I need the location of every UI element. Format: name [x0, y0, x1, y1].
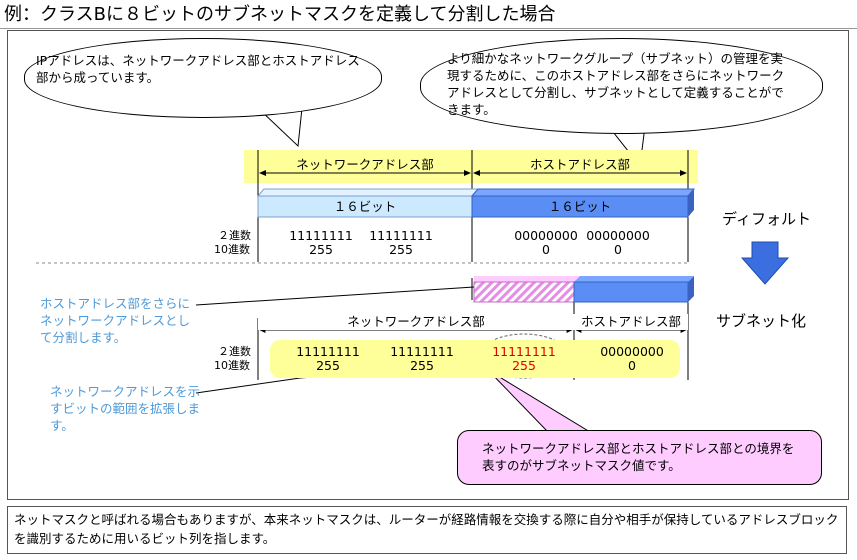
note-extend-network: ネットワークアドレスを示すビットの範囲を拡張します。: [50, 384, 201, 433]
default-header-band: [244, 150, 698, 183]
footer-note: ネットマスクと呼ばれる場合もありますが、本来ネットマスクは、ルーターが経路情報を…: [7, 506, 847, 554]
bubble-ip-address: [24, 38, 382, 118]
down-arrow-icon: [740, 241, 790, 285]
default-host-label: ホストアドレス部: [529, 157, 630, 172]
subnet-decimal-row-label: 10進数: [214, 359, 250, 372]
note-host-split: ホストアドレス部をさらにネットワークアドレスとして分割します。: [40, 296, 191, 345]
default-binary-3: 00000000: [514, 228, 578, 243]
subnet-decimal-1: 255: [316, 358, 340, 373]
page-title: 例：クラスBに８ビットのサブネットマスクを定義して分割した場合: [4, 4, 556, 25]
default-decimal-4: 0: [614, 242, 622, 257]
title-underline: [0, 28, 857, 29]
default-decimal-3: 0: [542, 242, 550, 257]
subnet-binary-2: 11111111: [390, 344, 454, 359]
default-decimal-row-label: 10進数: [214, 243, 250, 256]
host-bits-label: １６ビット: [548, 199, 612, 214]
default-binary-1: 11111111: [289, 228, 353, 243]
subnet-binary-3: 11111111: [492, 344, 556, 359]
default-binary-row-label: ２進数: [218, 229, 251, 242]
default-network-label: ネットワークアドレス部: [296, 157, 434, 172]
subnet-network-label: ネットワークアドレス部: [258, 314, 574, 330]
bubble-subnet-mask-text: ネットワークアドレス部とホストアドレス部との境界を表すのがサブネットマスク値です…: [482, 441, 795, 473]
default-decimal-1: 255: [309, 242, 333, 257]
bubble-subnet-purpose-text: より細かなネットワークグループ（サブネット）の管理を実現するために、このホストア…: [447, 51, 785, 117]
subnet-binary-4: 00000000: [600, 344, 664, 359]
subnet-decimal-4: 0: [628, 358, 636, 373]
bubble-ip-address-text: IPアドレスは、ネットワークアドレス部とホストアドレス部から成っています。: [36, 53, 360, 85]
subnet-decimal-2: 255: [410, 358, 434, 373]
network-bits-label: １６ビット: [333, 199, 397, 214]
subnet-decimal-3: 255: [512, 358, 536, 373]
subnet-side-label: サブネット化: [716, 312, 807, 330]
default-binary-2: 11111111: [369, 228, 433, 243]
bubble-subnet-purpose: [420, 38, 823, 134]
subnet-host-label: ホストアドレス部: [574, 314, 688, 330]
default-side-label: ディフォルト: [722, 210, 811, 228]
default-decimal-2: 255: [389, 242, 413, 257]
subnet-binary-1: 11111111: [296, 344, 360, 359]
subnet-values-band: [270, 340, 680, 378]
bubble-subnet-mask: [457, 430, 822, 485]
subnet-binary-row-label: ２進数: [218, 345, 251, 358]
diagram-frame: [7, 30, 849, 500]
default-binary-4: 00000000: [586, 228, 650, 243]
